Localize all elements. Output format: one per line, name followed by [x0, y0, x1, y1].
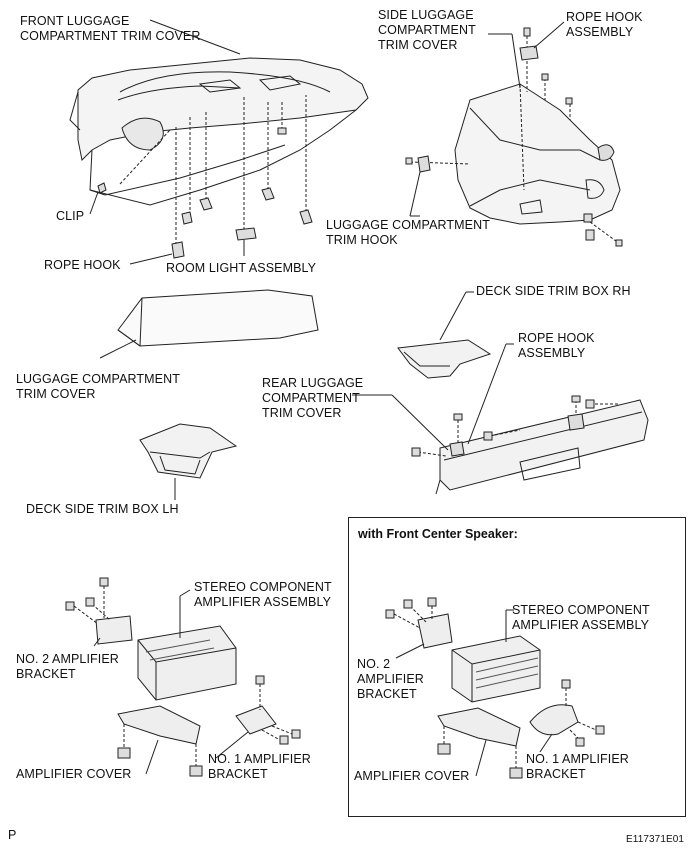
trim-cover-leader: [99, 339, 137, 359]
label-no1-bracket-1: NO. 1 AMPLIFIER BRACKET: [208, 752, 311, 781]
label-no1-bracket-2: NO. 1 AMPLIFIER BRACKET: [526, 752, 629, 781]
no1-bracket-2-label-leader: [539, 733, 553, 753]
no2-bracket-1-leaders: [73, 586, 111, 625]
luggage-trim-cover-mat: [117, 289, 319, 347]
label-side-trim-cover: SIDE LUGGAGE COMPARTMENT TRIM COVER: [378, 8, 476, 52]
amp-cover-1-leaders: [123, 724, 197, 766]
label-no2-bracket-2: NO. 2 AMPLIFIER BRACKET: [357, 657, 424, 701]
no1-bracket-2-bolts: [561, 679, 605, 747]
label-deck-box-lh: DECK SIDE TRIM BOX LH: [26, 502, 179, 516]
label-rope-hook-assembly-1: ROPE HOOK ASSEMBLY: [566, 10, 643, 39]
label-amp-cover-2: AMPLIFIER COVER: [354, 769, 470, 783]
label-trim-cover: LUGGAGE COMPARTMENT TRIM COVER: [16, 372, 180, 401]
label-trim-hook: LUGGAGE COMPARTMENT TRIM HOOK: [326, 218, 490, 247]
amp-cover-2-leaders: [443, 726, 517, 768]
amp-cover-2-label-leader: [475, 739, 487, 777]
label-no2-bracket-1: NO. 2 AMPLIFIER BRACKET: [16, 652, 119, 681]
label-amp-cover-1: AMPLIFIER COVER: [16, 767, 132, 781]
rope-hook-1-leader: [129, 253, 173, 265]
corner-page-letter: P: [8, 828, 17, 842]
label-rope-hook-1: ROPE HOOK: [44, 258, 121, 272]
front-cover-leaders: [119, 95, 307, 245]
label-rear-trim-cover: REAR LUGGAGE COMPARTMENT TRIM COVER: [262, 376, 364, 420]
label-deck-box-rh: DECK SIDE TRIM BOX RH: [476, 284, 631, 298]
deck-side-trim-box-rh-part: [397, 339, 492, 379]
front-cover-fasteners: [97, 127, 313, 259]
deck-side-trim-box-lh-part: [139, 423, 238, 479]
amp-cover-1-label-leader: [145, 739, 159, 775]
no1-bracket-1-label-leader: [215, 731, 249, 759]
no1-bracket-1-bolts: [255, 675, 301, 745]
label-room-light: ROOM LIGHT ASSEMBLY: [166, 261, 317, 275]
no1-bracket-1: [235, 705, 277, 735]
no2-bracket-1-bolts: [65, 577, 109, 611]
box-title: with Front Center Speaker:: [358, 527, 518, 541]
rear-cover-leaders: [417, 400, 620, 457]
clip-leader: [89, 191, 99, 215]
figure-id: E117371E01: [626, 834, 685, 845]
rope-hook-assembly-2-leader: [467, 343, 507, 445]
front-cover-label-leader: [149, 19, 241, 55]
no2-bracket-2-bolts: [385, 597, 437, 619]
amplifier-assembly-1: [137, 625, 237, 701]
no2-bracket-2-label-leader: [395, 643, 425, 659]
label-front-trim-cover: FRONT LUGGAGE COMPARTMENT TRIM COVER: [20, 14, 201, 43]
amp-cover-2-nuts: [437, 743, 523, 779]
side-luggage-trim-cover-part: [454, 83, 621, 225]
no2-bracket-2-leaders: [393, 605, 433, 629]
front-luggage-trim-cover-part: [69, 57, 369, 206]
label-clip: CLIP: [56, 209, 85, 223]
label-rope-hook-assembly-2: ROPE HOOK ASSEMBLY: [518, 331, 595, 360]
no2-bracket-1-label-leader: [93, 637, 101, 647]
label-amp-assembly-2: STEREO COMPONENT AMPLIFIER ASSEMBLY: [512, 603, 650, 632]
no2-bracket-2: [417, 613, 453, 649]
amplifier-assembly-2: [451, 635, 541, 703]
rear-cover-fasteners: [411, 395, 595, 457]
deck-box-rh-leader: [439, 291, 467, 341]
label-amp-assembly-1: STEREO COMPONENT AMPLIFIER ASSEMBLY: [194, 580, 332, 609]
rope-hook-assembly-1-leader: [533, 21, 565, 49]
side-cover-fasteners: [405, 27, 623, 247]
amplifier-cover-1: [117, 705, 201, 745]
rear-luggage-trim-cover-part: [435, 399, 649, 495]
front-center-speaker-box: [348, 517, 686, 817]
no1-bracket-1-leaders: [259, 684, 293, 741]
amp-cover-1-nuts: [117, 747, 203, 777]
no2-bracket-1: [95, 615, 133, 645]
